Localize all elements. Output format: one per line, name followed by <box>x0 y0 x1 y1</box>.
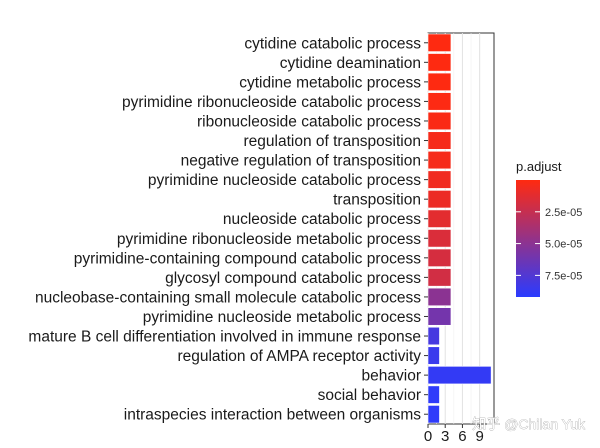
category-label: transposition <box>333 192 421 209</box>
bar-14 <box>427 307 452 326</box>
bar-13 <box>427 287 452 307</box>
bar-1 <box>427 53 452 72</box>
category-label: pyrimidine nucleoside metabolic process <box>143 309 422 326</box>
legend-ticks: 2.5e-05 5.0e-05 7.5e-05 <box>516 207 582 282</box>
legend-title: p.adjust <box>516 159 562 174</box>
category-label: nucleobase-containing small molecule cat… <box>35 289 421 306</box>
category-label: intraspecies interaction between organis… <box>124 407 421 424</box>
bar-17 <box>427 366 492 385</box>
category-label: social behavior <box>318 387 421 404</box>
category-label: cytidine deamination <box>280 55 421 72</box>
bar-4 <box>427 111 452 131</box>
category-label: ribonucleoside catabolic process <box>197 113 421 130</box>
category-label: mature B cell differentiation involved i… <box>28 329 421 346</box>
watermark: 知乎 @Chilan Yuk <box>472 416 586 432</box>
category-label: pyrimidine nucleoside catabolic process <box>148 172 421 189</box>
category-label: regulation of transposition <box>243 133 421 150</box>
category-label: cytidine catabolic process <box>244 35 421 52</box>
x-tick-label: 0 <box>424 428 432 445</box>
category-label: pyrimidine ribonucleoside catabolic proc… <box>122 94 421 111</box>
category-labels: cytidine catabolic process cytidine deami… <box>28 35 428 424</box>
bar-19 <box>427 405 440 424</box>
category-label: pyrimidine-containing compound catabolic… <box>74 250 421 267</box>
bar-18 <box>427 385 440 404</box>
bar-15 <box>427 326 440 346</box>
category-label: nucleoside catabolic process <box>223 211 421 228</box>
bar-10 <box>427 229 452 248</box>
bar-2 <box>427 72 452 91</box>
legend-colorbar <box>516 180 540 297</box>
bar-3 <box>427 92 452 111</box>
bar-11 <box>427 248 452 267</box>
x-tick-label: 3 <box>441 428 449 445</box>
category-label: cytidine metabolic process <box>239 74 421 91</box>
bar-7 <box>427 170 452 189</box>
category-label: glycosyl compound catabolic process <box>165 270 421 287</box>
category-label: regulation of AMPA receptor activity <box>177 348 421 365</box>
panel-border <box>427 32 495 425</box>
plot-panel <box>427 32 495 425</box>
bar-5 <box>427 131 452 150</box>
bar-9 <box>427 209 452 228</box>
color-legend: p.adjust 2.5e-05 5.0e-05 7.5e-05 <box>516 159 582 297</box>
legend-tick-label: 7.5e-05 <box>545 270 582 282</box>
legend-tick-label: 5.0e-05 <box>545 239 582 251</box>
category-label: negative regulation of transposition <box>181 153 421 170</box>
category-label: pyrimidine ribonucleoside metabolic proc… <box>117 231 421 248</box>
bar-8 <box>427 190 452 209</box>
bars-group <box>427 33 492 424</box>
x-tick-label: 9 <box>475 428 483 445</box>
bar-16 <box>427 346 440 365</box>
bar-12 <box>427 268 452 287</box>
bar-6 <box>427 150 452 170</box>
legend-tick-label: 2.5e-05 <box>545 207 582 219</box>
category-label: behavior <box>362 368 421 385</box>
bar-0 <box>427 33 452 52</box>
x-tick-label: 6 <box>458 428 466 445</box>
